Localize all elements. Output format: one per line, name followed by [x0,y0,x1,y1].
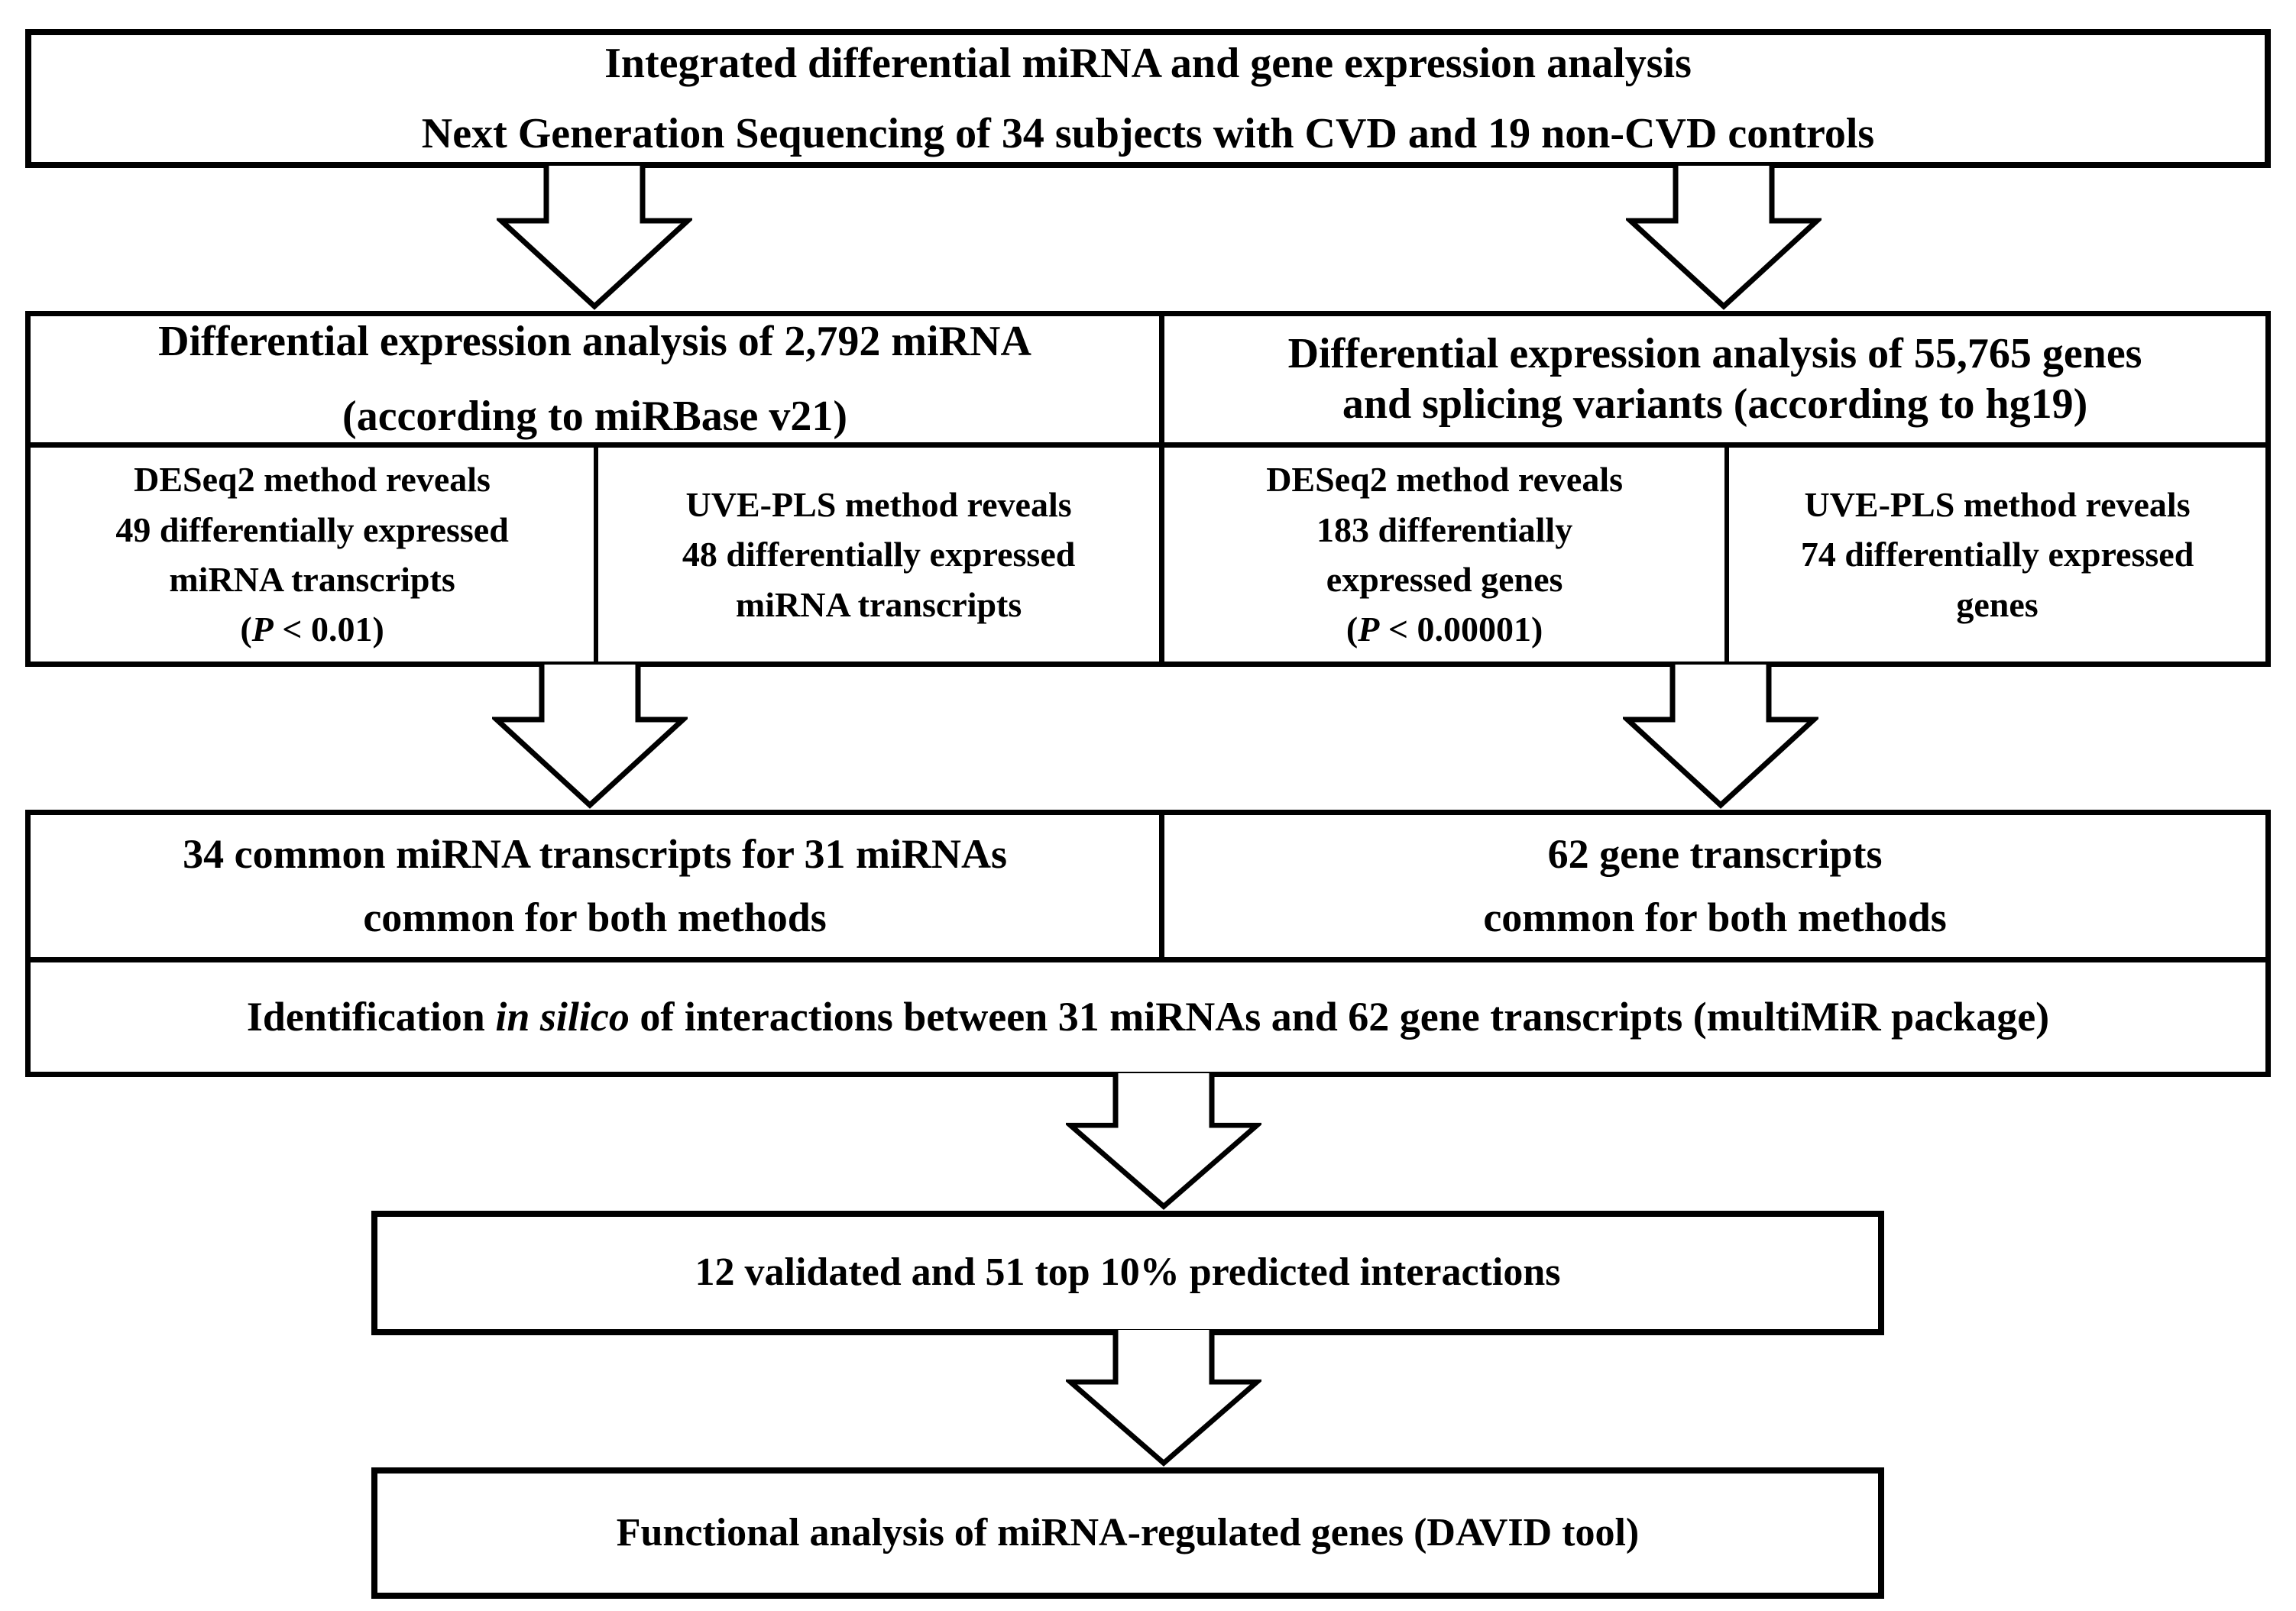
genes-deseq2-box: DESeq2 method reveals 183 differentially… [1159,447,1724,662]
title-line-1: Integrated differential miRNA and gene e… [604,39,1692,87]
genes-header-line-2: and splicing variants (according to hg19… [1342,380,2088,429]
down-arrow-icon [492,665,688,810]
common-results-group: 34 common miRNA transcripts for 31 miRNA… [25,810,2271,1077]
genes-deseq2-line-3: expressed genes [1326,559,1563,599]
mirna-header-line-2: (according to miRBase v21) [342,393,848,441]
mirna-common-line-1: 34 common miRNA transcripts for 31 miRNA… [183,830,1008,877]
insilico-text: Identification in silico of interactions… [246,994,2050,1040]
genes-uvepls-box: UVE-PLS method reveals 74 differentially… [1724,447,2265,662]
down-arrow-icon [1066,1330,1261,1467]
down-arrow-icon [497,166,692,311]
genes-common-line-2: common for both methods [1483,894,1947,941]
title-box: Integrated differential miRNA and gene e… [25,29,2271,168]
mirna-deseq2-pvalue: (P < 0.01) [240,610,384,649]
genes-uvepls-line-1: UVE-PLS method reveals [1804,484,2191,524]
functional-analysis-box: Functional analysis of miRNA-regulated g… [371,1467,1884,1599]
genes-deseq2-pvalue: (P < 0.00001) [1346,610,1543,649]
mirna-deseq2-line-3: miRNA transcripts [169,559,455,599]
down-arrow-icon [1626,166,1822,311]
mirna-deseq2-box: DESeq2 method reveals 49 differentially … [31,448,594,662]
validated-interactions-text: 12 validated and 51 top 10% predicted in… [695,1250,1561,1295]
validated-interactions-box: 12 validated and 51 top 10% predicted in… [371,1211,1884,1335]
genes-uvepls-line-3: genes [1956,584,2039,624]
genes-common-line-1: 62 gene transcripts [1547,830,1883,877]
genes-branch-header: Differential expression analysis of 55,7… [1159,316,2265,448]
genes-deseq2-line-1: DESeq2 method reveals [1266,460,1624,500]
mirna-deseq2-line-1: DESeq2 method reveals [134,460,491,500]
mirna-common-line-2: common for both methods [363,894,827,941]
genes-uvepls-line-2: 74 differentially expressed [1800,535,2194,574]
mirna-common-box: 34 common miRNA transcripts for 31 miRNA… [31,815,1159,957]
mirna-header-line-1: Differential expression analysis of 2,79… [158,318,1031,366]
title-line-2: Next Generation Sequencing of 34 subject… [421,110,1875,157]
mirna-uvepls-line-2: 48 differentially expressed [682,535,1076,574]
analysis-branches-group: Differential expression analysis of 2,79… [25,311,2271,667]
insilico-identification-box: Identification in silico of interactions… [31,957,2265,1072]
mirna-uvepls-line-1: UVE-PLS method reveals [685,484,1072,524]
mirna-deseq2-line-2: 49 differentially expressed [115,510,509,549]
mirna-branch-header: Differential expression analysis of 2,79… [31,316,1160,448]
functional-analysis-text: Functional analysis of miRNA-regulated g… [616,1510,1640,1554]
mirna-uvepls-line-3: miRNA transcripts [735,584,1022,624]
genes-deseq2-line-2: 183 differentially [1316,510,1573,549]
mirna-uvepls-box: UVE-PLS method reveals 48 differentially… [594,447,1159,662]
down-arrow-icon [1066,1073,1261,1211]
genes-header-line-1: Differential expression analysis of 55,7… [1287,330,2142,378]
genes-common-box: 62 gene transcripts common for both meth… [1159,815,2265,958]
down-arrow-icon [1623,665,1818,810]
